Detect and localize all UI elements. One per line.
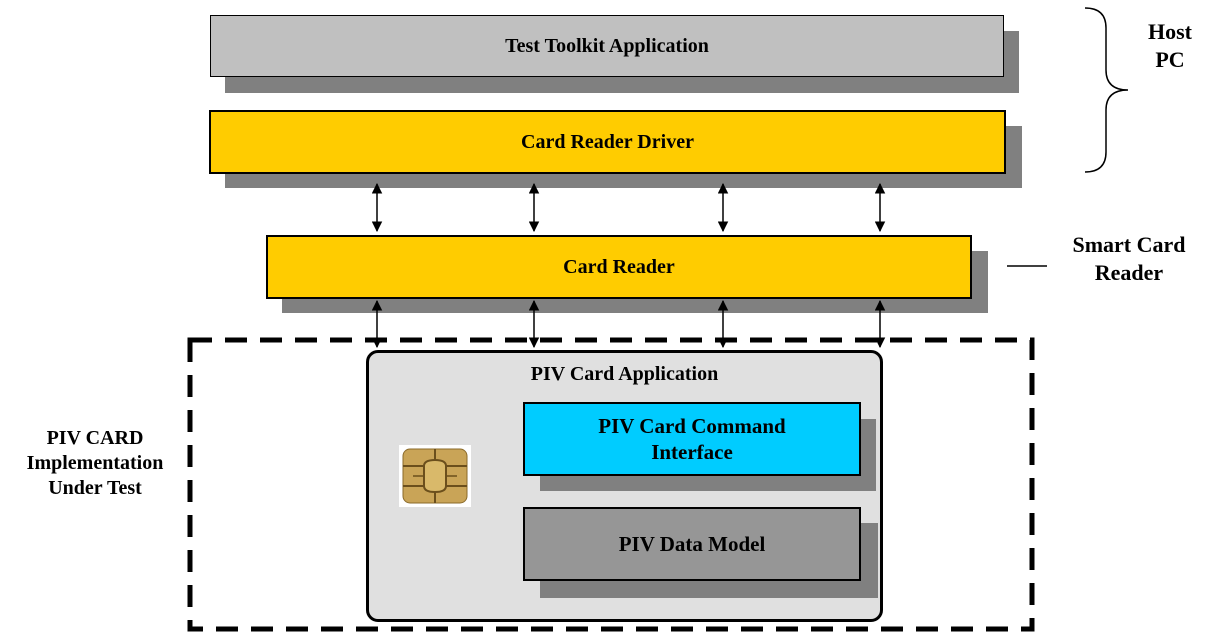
test-toolkit-application-label: Test Toolkit Application [505, 35, 709, 57]
host-pc-brace [1084, 7, 1129, 173]
piv-card-implementation-label: PIV CARD Implementation Under Test [26, 427, 164, 499]
piv-card-command-interface-box: PIV Card Command Interface [523, 402, 861, 476]
card-under-test-boundary [187, 337, 1035, 632]
piv-data-model-label: PIV Data Model [618, 532, 766, 556]
card-reader-box: Card Reader [266, 235, 972, 299]
card-reader-label: Card Reader [563, 256, 675, 278]
smart-card-reader-label: Smart Card Reader [1072, 232, 1186, 285]
driver-to-reader-arrows [371, 182, 886, 233]
piv-card-application-label: PIV Card Application [530, 363, 719, 385]
card-reader-driver-box: Card Reader Driver [209, 110, 1006, 174]
reader-to-card-arrows [371, 299, 886, 349]
piv-data-model-box: PIV Data Model [523, 507, 861, 581]
test-toolkit-application-box: Test Toolkit Application [210, 15, 1004, 77]
host-pc-label: Host PC [1148, 19, 1192, 72]
smart-card-chip-icon [399, 445, 471, 507]
card-reader-driver-label: Card Reader Driver [521, 131, 694, 153]
piv-card-command-interface-label: PIV Card Command Interface [598, 414, 786, 464]
